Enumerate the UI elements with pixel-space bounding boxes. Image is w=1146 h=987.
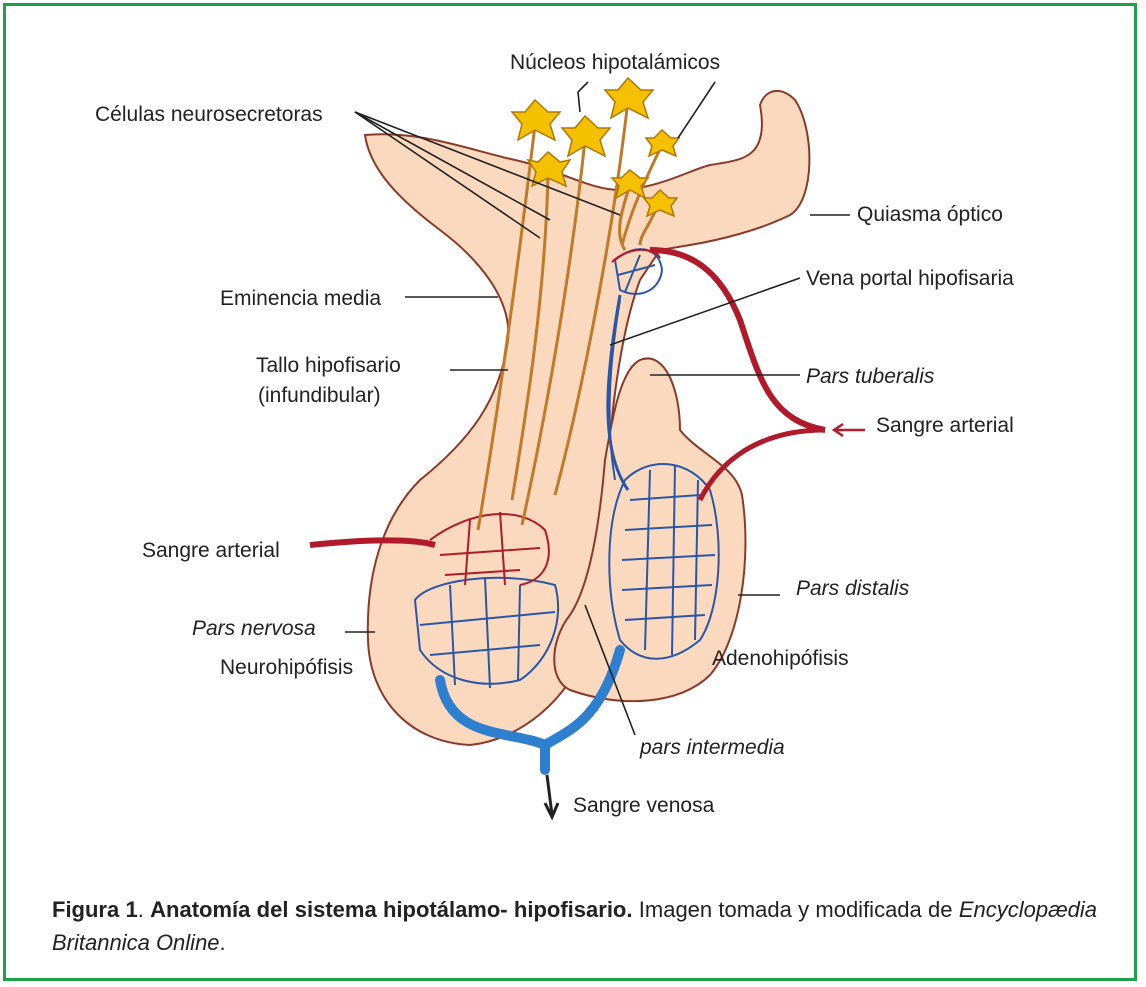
label-pars-distalis: Pars distalis	[796, 578, 909, 599]
label-eminencia-media: Eminencia media	[220, 288, 381, 309]
label-quiasma-optico: Quiasma óptico	[857, 204, 1003, 225]
label-neurohipofisis: Neurohipófisis	[220, 657, 353, 678]
arterial-arrow	[834, 424, 865, 436]
label-nucleos-hipotalamicos: Núcleos hipotalámicos	[510, 52, 720, 73]
caption-figure-label: Figura 1	[52, 897, 138, 922]
label-sangre-arterial-left: Sangre arterial	[142, 540, 280, 561]
label-celulas-neurosecretoras: Células neurosecretoras	[95, 104, 323, 125]
caption-title: Anatomía del sistema hipotálamo- hipofis…	[150, 897, 632, 922]
label-tallo-line1: Tallo hipofisario	[256, 355, 401, 376]
label-sangre-venosa: Sangre venosa	[573, 795, 714, 816]
label-vena-portal: Vena portal hipofisaria	[806, 268, 1014, 289]
label-pars-nervosa: Pars nervosa	[192, 618, 316, 639]
label-adenohipofisis: Adenohipófisis	[712, 648, 849, 669]
caption-end: .	[220, 930, 226, 955]
label-pars-tuberalis: Pars tuberalis	[806, 366, 934, 387]
caption-separator: .	[138, 897, 150, 922]
figure-caption: Figura 1. Anatomía del sistema hipotálam…	[52, 893, 1097, 959]
artery-left	[310, 540, 435, 545]
venous-arrow	[545, 775, 558, 817]
label-sangre-arterial-right: Sangre arterial	[876, 415, 1014, 436]
label-tallo-line2: (infundibular)	[258, 385, 381, 406]
label-pars-intermedia: pars intermedia	[640, 737, 785, 758]
caption-text: Imagen tomada y modificada de	[632, 897, 958, 922]
